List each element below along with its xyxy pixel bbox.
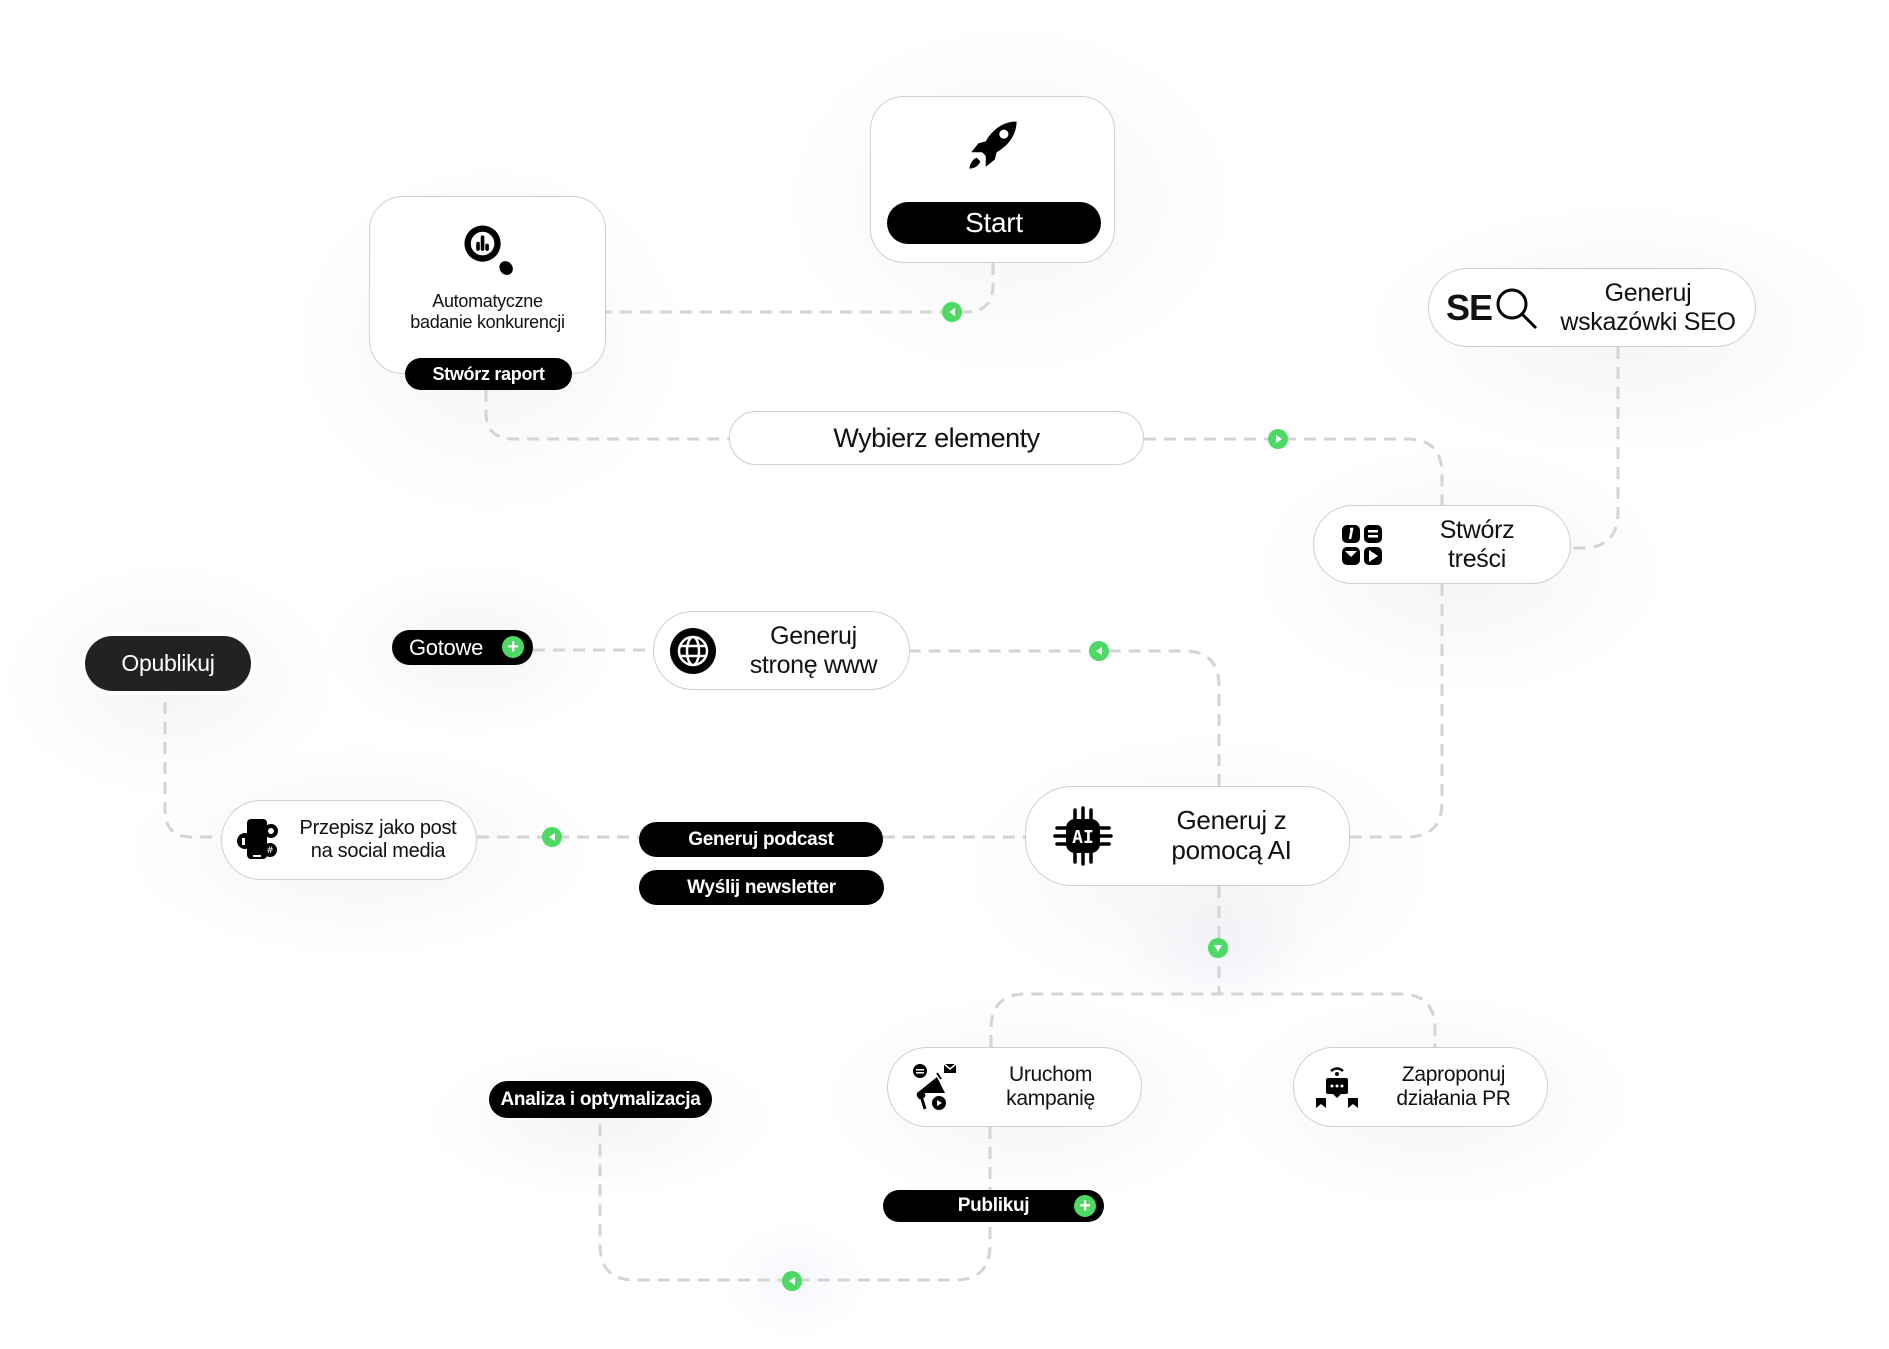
- seo-label-line1: Generuj: [1604, 278, 1692, 307]
- connector-content-ai: [1350, 584, 1444, 839]
- arrow-left-icon: [782, 1271, 802, 1291]
- pr-label-line2: działania PR: [1396, 1087, 1511, 1110]
- connector-select-content: [1144, 437, 1444, 505]
- pr-node[interactable]: Zaproponuj działania PR: [1293, 1047, 1548, 1127]
- arrow-left-icon: [942, 302, 962, 322]
- arrow-left-icon: [542, 827, 562, 847]
- globe-icon: [668, 626, 718, 676]
- select-elements-node[interactable]: Wybierz elementy: [729, 411, 1144, 465]
- social-media-line1: Przepisz jako post: [299, 817, 457, 839]
- arrow-down-icon: [1208, 938, 1228, 958]
- ai-icon-text: AI: [1072, 827, 1094, 848]
- campaign-node[interactable]: Uruchom kampanię: [887, 1047, 1142, 1127]
- connector-ai-website: [910, 649, 1221, 786]
- website-label-line2: stronę www: [749, 650, 878, 679]
- seo-search-icon: SE: [1445, 283, 1541, 333]
- plus-icon: +: [1074, 1195, 1096, 1217]
- pr-label-line1: Zaproponuj: [1401, 1062, 1506, 1086]
- social-media-label: Przepisz jako post na social media: [280, 817, 476, 863]
- campaign-label: Uruchom kampanię: [960, 1063, 1141, 1111]
- connector-branch: [989, 992, 1437, 1047]
- publish-button[interactable]: Opublikuj: [85, 636, 251, 691]
- plus-icon: +: [502, 636, 524, 658]
- svg-text:#: #: [266, 846, 274, 856]
- competition-label: Automatyczne badanie konkurencji: [410, 291, 565, 332]
- create-report-button[interactable]: Stwórz raport: [405, 358, 572, 390]
- ai-label: Generuj z pomocą AI: [1114, 805, 1349, 866]
- social-media-node[interactable]: # Przepisz jako post na social media: [221, 800, 477, 880]
- done-label: Gotowe: [409, 634, 484, 660]
- connector-start-competition: [606, 243, 995, 314]
- connector-publish-social: [163, 702, 221, 839]
- website-label: Generuj stronę www: [718, 622, 909, 680]
- create-content-node[interactable]: Stwórz treści: [1313, 505, 1571, 584]
- competition-label-line1: Automatyczne: [432, 291, 543, 311]
- arrow-right-icon: [1268, 429, 1288, 449]
- campaign-label-line1: Uruchom: [1008, 1062, 1093, 1086]
- social-media-icon: #: [236, 816, 280, 864]
- megaphone-icon: [910, 1062, 960, 1112]
- send-newsletter-button[interactable]: Wyślij newsletter: [639, 870, 884, 905]
- seo-icon-text: SE: [1445, 286, 1493, 328]
- arrow-left-icon: [1089, 641, 1109, 661]
- analysis-button[interactable]: Analiza i optymalizacja: [489, 1081, 712, 1118]
- select-elements-label: Wybierz elementy: [833, 422, 1040, 453]
- website-label-line1: Generuj: [770, 621, 857, 650]
- generate-podcast-button[interactable]: Generuj podcast: [639, 822, 883, 857]
- publikuj-label: Publikuj: [957, 1195, 1030, 1216]
- social-media-line2: na social media: [310, 840, 446, 862]
- ai-chip-icon: AI: [1052, 805, 1114, 867]
- ai-label-line2: pomocą AI: [1171, 835, 1292, 865]
- seo-node[interactable]: SE Generuj wskazówki SEO: [1428, 268, 1756, 347]
- ai-label-line1: Generuj z: [1176, 805, 1287, 836]
- create-content-line2: treści: [1448, 544, 1506, 573]
- pr-label: Zaproponuj działania PR: [1360, 1063, 1547, 1111]
- rocket-icon: [963, 115, 1023, 175]
- content-grid-icon: [1340, 523, 1384, 567]
- pr-speaker-icon: [1314, 1064, 1360, 1110]
- seo-label-line2: wskazówki SEO: [1560, 307, 1736, 336]
- ai-node[interactable]: AI Generuj z pomocą AI: [1025, 786, 1350, 886]
- publikuj-button[interactable]: Publikuj +: [883, 1190, 1104, 1222]
- create-content-label: Stwórz treści: [1384, 516, 1570, 574]
- connector-seo-content: [1571, 347, 1620, 550]
- competition-node: Automatyczne badanie konkurencji: [369, 196, 606, 374]
- competition-label-line2: badanie konkurencji: [410, 311, 565, 332]
- create-content-line1: Stwórz: [1439, 515, 1515, 544]
- start-node: Start: [870, 96, 1115, 263]
- connector-competition-select: [484, 390, 729, 441]
- seo-label: Generuj wskazówki SEO: [1541, 279, 1755, 337]
- start-button[interactable]: Start: [887, 202, 1101, 244]
- website-node[interactable]: Generuj stronę www: [653, 611, 910, 690]
- search-chart-icon: [458, 219, 518, 279]
- done-button[interactable]: Gotowe +: [392, 630, 533, 665]
- campaign-label-line2: kampanię: [1006, 1087, 1095, 1110]
